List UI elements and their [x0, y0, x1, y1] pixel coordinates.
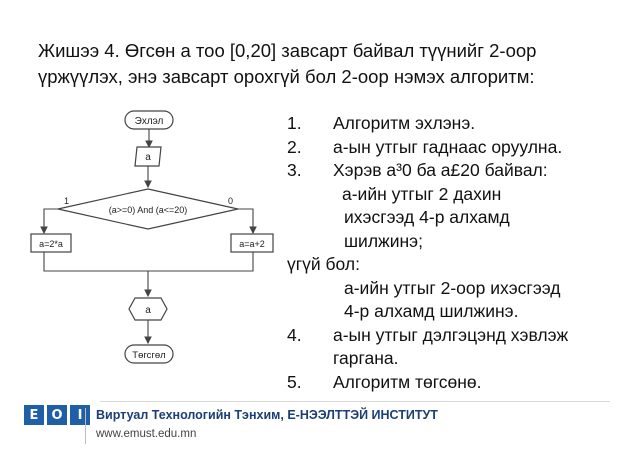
flow-input-shape: [134, 146, 162, 167]
flow-output-shape: [128, 297, 168, 321]
logo-letter: I: [70, 405, 90, 425]
step-3: 3. Хэрэв а³0 ба а£20 байвал:: [287, 159, 632, 183]
flow-connector-merge-left: [43, 252, 148, 272]
algorithm-steps: 1. Алгоритм эхлэнэ. 2. а-ын утгыг гаднаа…: [287, 112, 632, 394]
footer-url: www.emust.edu.mn: [96, 428, 197, 440]
step-text: гаргана.: [333, 348, 399, 368]
flow-process-right-label: a=a+2: [239, 239, 265, 249]
step-text: Алгоритм төгсөнө.: [333, 371, 482, 392]
flow-connector-no: [238, 208, 257, 235]
step-3-line-c: шилжинэ;: [344, 230, 423, 251]
flow-process-left-label: a=2*a: [39, 239, 63, 249]
step-3-line-b: ихэсгээд 4-р алхамд: [344, 207, 510, 227]
step-text: Хэрэв а³0 ба а£20 байвал:: [333, 160, 548, 180]
step-5: 5. Алгоритм төгсөнө.: [287, 371, 632, 395]
flow-end-label: Төгсгөл: [132, 350, 165, 361]
footer-rule: [100, 401, 610, 402]
flow-decision-label: (a>=0) And (a<=20): [109, 205, 188, 215]
footer-divider: [85, 408, 86, 444]
step-4: 4. а-ын утгыг дэлгэцэнд хэвлэж: [287, 324, 632, 348]
flow-yes-label: 1: [64, 196, 69, 206]
logo-letter: O: [47, 405, 67, 425]
flow-decision-diamond: [57, 188, 239, 230]
flow-process-left: [30, 233, 72, 253]
flow-connector-merge-right: [148, 252, 254, 272]
flow-input-label: a: [145, 152, 151, 163]
flow-output-label: a: [145, 305, 151, 316]
eoi-logo: E O I: [24, 405, 90, 425]
slide-title: Жишээ 4. Өгсөн a тоо [0,20] завсарт байв…: [38, 38, 608, 90]
footer-organization: Виртуал Технологийн Тэнхим, Е-НЭЭЛТТЭЙ И…: [96, 408, 438, 422]
title-line-2: үржүүлэх, энэ завсарт орохгүй бол 2-оор …: [38, 66, 535, 87]
logo-letter: E: [24, 405, 44, 425]
step-4-continued: гаргана.: [287, 347, 632, 371]
step-1: 1. Алгоритм эхлэнэ.: [287, 112, 632, 136]
flow-no-label: 0: [228, 196, 233, 206]
step-number: 1.: [287, 113, 302, 133]
flow-process-right: [230, 233, 274, 253]
title-line-1: Жишээ 4. Өгсөн a тоо [0,20] завсарт байв…: [38, 40, 537, 61]
flow-end-terminal: [124, 344, 174, 364]
step-2: 2. а-ын утгыг гаднаас оруулна.: [287, 136, 632, 160]
else-line-b: 4-р алхамд шилжинэ.: [344, 301, 519, 321]
else-line-a: а-ийн утгыг 2-оор ихэсгээд: [344, 277, 561, 298]
step-text: а-ын утгыг дэлгэцэнд хэвлэж: [333, 324, 569, 345]
flow-start-label: Эхлэл: [135, 116, 164, 127]
step-text: а-ын утгыг гаднаас оруулна.: [333, 136, 563, 157]
step-number: 2.: [287, 136, 302, 157]
flow-connector-yes: [40, 208, 58, 235]
step-text: Алгоритм эхлэнэ.: [333, 113, 476, 133]
step-number: 3.: [287, 160, 302, 180]
step-number: 4.: [287, 324, 302, 345]
step-3-line-a: а-ийн утгыг 2 дахин: [342, 183, 502, 204]
else-label: үгүй бол:: [287, 254, 360, 274]
step-number: 5.: [287, 371, 302, 392]
